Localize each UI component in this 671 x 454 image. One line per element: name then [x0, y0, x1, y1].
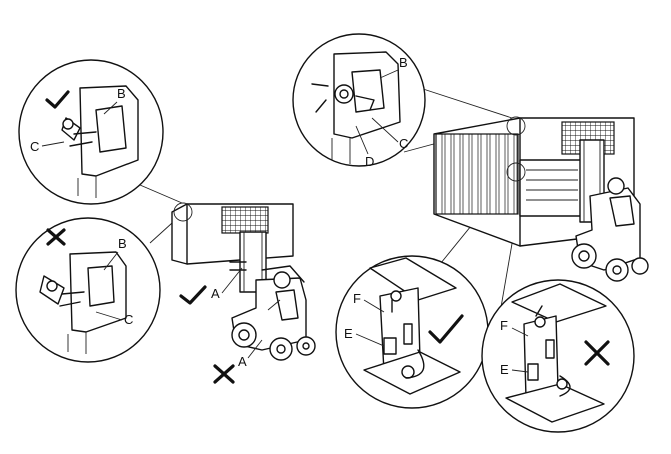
cross-mark-icon: [584, 340, 610, 366]
detail-circle-wrong-right: F E: [481, 279, 635, 433]
label-f-correct: F: [353, 291, 361, 306]
check-mark-icon: [45, 90, 70, 109]
forklift-right: [571, 139, 649, 282]
detail-circle-wrong-left: B C: [15, 217, 161, 363]
label-d-detail-3: D: [365, 154, 374, 169]
label-a-wrong: A: [238, 354, 247, 369]
forklift-left: [229, 231, 316, 361]
label-a-correct: A: [211, 286, 220, 301]
check-mark-icon: [179, 285, 207, 305]
label-b-detail-1: B: [117, 86, 126, 101]
detail-circle-top-right: B C D: [292, 33, 426, 169]
label-f-wrong: F: [500, 318, 508, 333]
detail-circle-correct-right: F E: [335, 255, 489, 409]
label-e-correct: E: [344, 326, 353, 341]
cross-mark-icon: [46, 228, 66, 246]
cross-mark-icon: [213, 364, 235, 384]
label-c-detail-1: C: [30, 139, 39, 154]
label-c-detail-2: C: [124, 312, 133, 327]
label-c-detail-3: C: [399, 136, 408, 151]
container-small: [171, 202, 294, 265]
detail-circle-correct-left: B C: [18, 59, 164, 205]
label-e-wrong: E: [500, 362, 509, 377]
label-b-detail-2: B: [118, 236, 127, 251]
label-b-detail-3: B: [399, 55, 408, 70]
check-mark-icon: [428, 314, 464, 344]
